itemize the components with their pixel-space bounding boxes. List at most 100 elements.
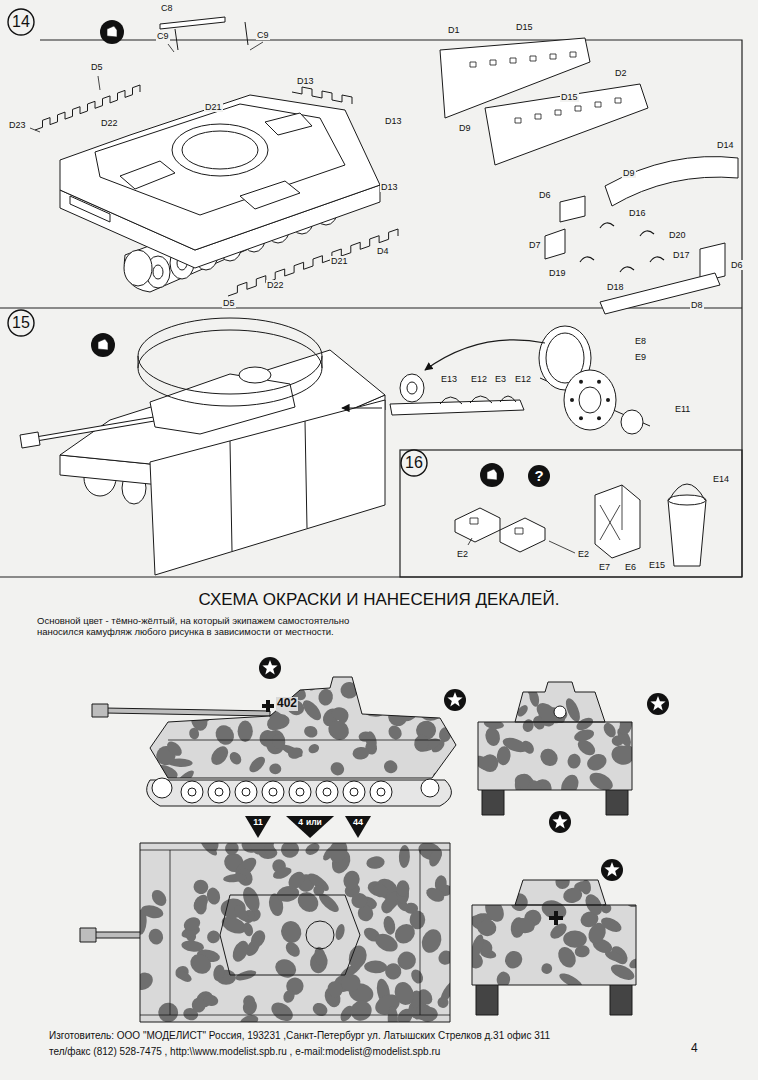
part-label: D9 [458, 123, 472, 133]
camo-blotch [307, 742, 321, 755]
camo-blotch [412, 1003, 427, 1021]
camo-blotch [246, 687, 261, 705]
step-number: 15 [7, 309, 35, 337]
camo-blotch [396, 880, 409, 896]
part-label: E3 [494, 374, 507, 384]
camo-blotch [281, 988, 297, 1005]
part-label: D13 [384, 116, 403, 126]
camo-blotch [418, 699, 447, 723]
camo-blotch [418, 926, 445, 956]
sprocket [152, 778, 172, 798]
skirt-rail [292, 87, 352, 104]
part-label: C9 [156, 31, 170, 41]
glue-icon [487, 469, 497, 480]
camo-blotch [466, 870, 485, 896]
part-label: D18 [606, 282, 625, 292]
wheel [343, 781, 365, 803]
camo-blotch [371, 881, 390, 899]
slot [515, 118, 521, 123]
slot [470, 62, 476, 67]
camo-blotch [557, 970, 584, 991]
camo-blotch [279, 839, 301, 860]
wheel [215, 788, 223, 796]
deck-line [168, 740, 440, 741]
camo-blotch [436, 948, 456, 968]
part-label: D6 [538, 190, 552, 200]
camo-blotch [172, 768, 196, 791]
camo-base [140, 843, 450, 1022]
camo-blotch [347, 997, 375, 1025]
camo-blotch [208, 743, 232, 768]
balkenkreuz [549, 911, 563, 925]
footer: Изготовитель: ООО "МОДЕЛИСТ" Россия, 193… [48, 1030, 551, 1042]
camo-blotch [340, 972, 362, 993]
cupola [306, 921, 334, 949]
side-skirt [230, 421, 307, 551]
arrow [342, 407, 382, 408]
decal-triangle [345, 816, 371, 838]
camo-blotch [599, 915, 624, 935]
wheel [242, 788, 250, 796]
jerrican [595, 485, 640, 558]
camo-blotch [203, 677, 221, 695]
drawing-part [0, 40, 742, 577]
decal-number: 11 [253, 817, 263, 827]
part-label: D20 [668, 230, 687, 240]
slot [575, 106, 581, 111]
camo-blotch [193, 680, 216, 702]
star-marking [259, 657, 281, 679]
glue-icon [91, 333, 115, 357]
slot [570, 52, 576, 57]
panel-border [400, 450, 742, 577]
camo-blotch [409, 967, 426, 985]
star-marking [650, 696, 665, 710]
camo-blotch [269, 763, 281, 774]
tank-outline [478, 722, 632, 790]
camo-blotch [223, 873, 248, 884]
drawing-part [20, 17, 738, 1031]
camo-blotch [508, 891, 530, 914]
part-label: D4 [376, 246, 390, 256]
d8-plate [600, 273, 720, 314]
camo-blotch [263, 842, 276, 856]
camo-blotch [382, 758, 400, 776]
gun-barrel [30, 418, 160, 440]
camo-blotch [243, 699, 257, 711]
turret-ring [172, 124, 268, 176]
part-label: D21 [204, 102, 223, 112]
camo-blotch [528, 778, 543, 794]
turret-skirt [138, 318, 322, 394]
bucket [668, 495, 706, 505]
camo-blotch [481, 896, 507, 925]
camo-blotch [394, 948, 419, 973]
balkenkreuz [262, 700, 274, 712]
camo-blotch [529, 775, 556, 802]
camo-blotch [391, 920, 419, 948]
decal-number: 44 [353, 817, 363, 827]
camo-blotch [366, 855, 386, 870]
part-label: D21 [330, 256, 349, 266]
d2-plate [485, 84, 648, 165]
wheel [208, 781, 230, 803]
camo-blotch [430, 770, 449, 789]
star-marking [601, 859, 623, 881]
step-number: 16 [405, 454, 423, 472]
camo-blotch [239, 1013, 260, 1029]
camo-blotch [476, 754, 497, 771]
camo-blotch [512, 772, 532, 792]
star-marking [444, 689, 466, 711]
part-label: E13 [440, 374, 458, 384]
hatch [120, 161, 175, 189]
part-label: D15 [560, 92, 579, 102]
camo-blotch [241, 921, 254, 937]
decal-number: 11 [245, 816, 271, 838]
hatch [240, 181, 300, 209]
camo-blotch [416, 987, 436, 1008]
section-title: СХЕМА ОКРАСКИ И НАНЕСЕНИЯ ДЕКАЛЕЙ. [0, 590, 758, 610]
decal-number: 44 [345, 816, 371, 838]
camo-blotch [539, 961, 554, 976]
part-label: D15 [515, 22, 534, 32]
wheel [564, 370, 616, 430]
part-label: D1 [447, 25, 461, 35]
camo-blotch [242, 994, 256, 1008]
